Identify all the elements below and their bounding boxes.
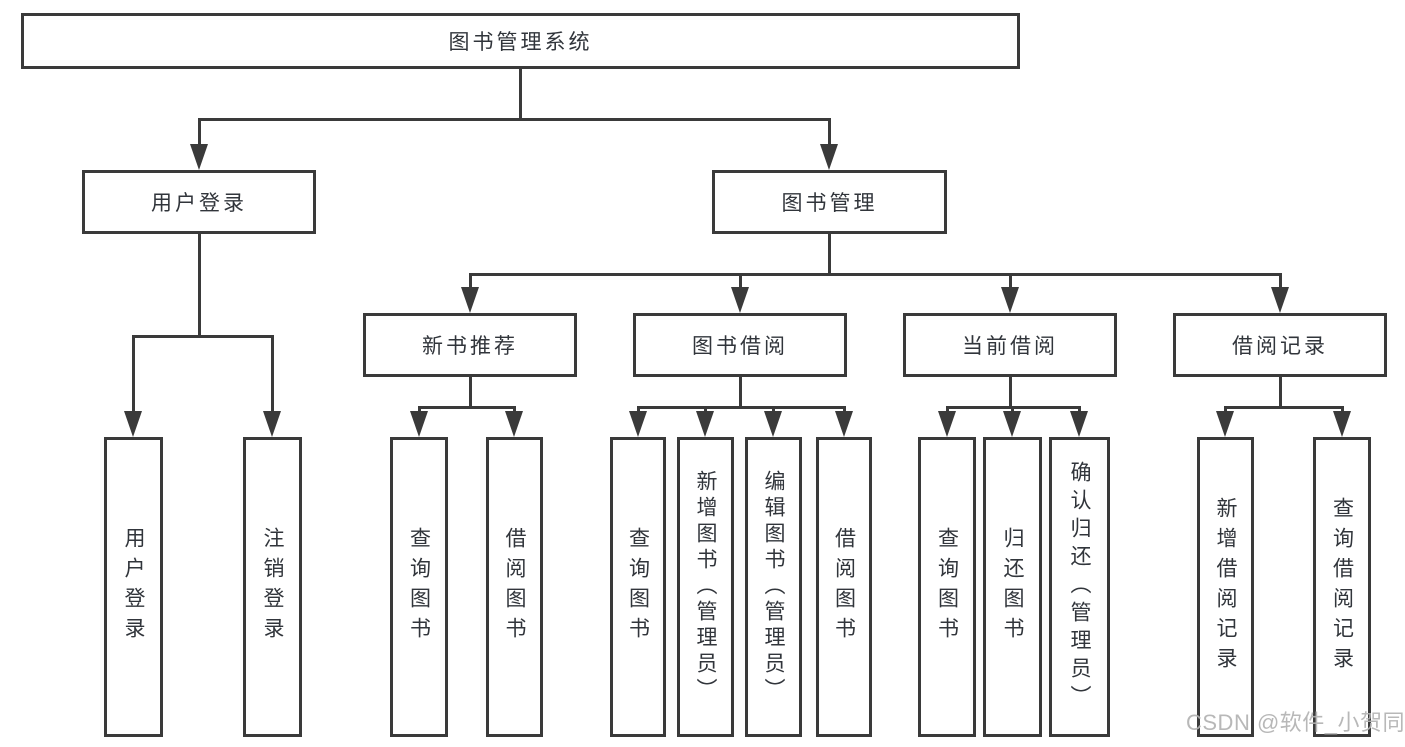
connector-vline bbox=[828, 121, 831, 147]
connector-arrow bbox=[820, 144, 838, 170]
node-current-borrow-label: 当前借阅 bbox=[962, 335, 1058, 358]
leaf-query-books: 查询图书 bbox=[918, 437, 976, 737]
connector-arrow bbox=[263, 411, 281, 437]
node-borrow-records-label: 借阅记录 bbox=[1232, 335, 1328, 358]
node-borrow-records: 借阅记录 bbox=[1173, 313, 1387, 377]
leaf-query-books-label: 查询图书 bbox=[626, 527, 650, 647]
watermark: CSDN @软件_小贺同学 bbox=[1186, 710, 1405, 735]
connector-vline bbox=[1009, 377, 1012, 408]
leaf-return-books: 归还图书 bbox=[983, 437, 1042, 737]
connector-hline bbox=[132, 335, 274, 338]
connector-vline bbox=[519, 68, 522, 118]
connector-vline bbox=[828, 234, 831, 276]
node-user-login: 用户登录 bbox=[82, 170, 316, 234]
connector-hline bbox=[198, 118, 831, 121]
connector-hline bbox=[1224, 406, 1344, 409]
connector-arrow bbox=[1070, 411, 1088, 437]
leaf-user-login: 用户登录 bbox=[104, 437, 163, 737]
connector-arrow bbox=[1001, 287, 1019, 313]
connector-hline bbox=[418, 406, 516, 409]
node-root-label: 图书管理系统 bbox=[448, 31, 593, 54]
connector-arrow bbox=[696, 411, 714, 437]
leaf-add-books-admin: 新增图书（管理员） bbox=[677, 437, 734, 737]
connector-arrow bbox=[764, 411, 782, 437]
connector-vline bbox=[1279, 276, 1282, 289]
node-new-book-recommend: 新书推荐 bbox=[363, 313, 577, 377]
leaf-borrow-books-label: 借阅图书 bbox=[832, 527, 856, 647]
leaf-add-borrow-record-label: 新增借阅记录 bbox=[1214, 497, 1237, 677]
leaf-query-books: 查询图书 bbox=[610, 437, 666, 737]
connector-hline bbox=[469, 273, 1282, 276]
leaf-query-books-label: 查询图书 bbox=[407, 527, 431, 647]
connector-vline bbox=[1279, 377, 1282, 408]
connector-vline bbox=[198, 234, 201, 338]
connector-arrow bbox=[1003, 411, 1021, 437]
connector-hline bbox=[946, 406, 1081, 409]
connector-arrow bbox=[124, 411, 142, 437]
leaf-borrow-books-label: 借阅图书 bbox=[503, 527, 526, 647]
leaf-borrow-books: 借阅图书 bbox=[816, 437, 872, 737]
connector-arrow bbox=[410, 411, 428, 437]
node-user-login-label: 用户登录 bbox=[151, 192, 247, 215]
leaf-logout-label: 注销登录 bbox=[261, 527, 284, 647]
connector-arrow bbox=[190, 144, 208, 170]
leaf-confirm-return-admin: 确认归还（管理员） bbox=[1049, 437, 1110, 737]
leaf-user-login-label: 用户登录 bbox=[122, 527, 145, 647]
node-new-book-recommend-label: 新书推荐 bbox=[422, 335, 518, 358]
connector-arrow bbox=[938, 411, 956, 437]
leaf-edit-books-admin: 编辑图书（管理员） bbox=[745, 437, 802, 737]
leaf-query-borrow-record: 查询借阅记录 bbox=[1313, 437, 1371, 737]
connector-arrow bbox=[731, 287, 749, 313]
node-root: 图书管理系统 bbox=[21, 13, 1020, 69]
connector-arrow bbox=[461, 287, 479, 313]
connector-vline bbox=[1009, 276, 1012, 289]
connector-vline bbox=[469, 377, 472, 408]
connector-vline bbox=[132, 338, 135, 413]
node-book-management: 图书管理 bbox=[712, 170, 947, 234]
connector-vline bbox=[271, 338, 274, 413]
leaf-logout: 注销登录 bbox=[243, 437, 302, 737]
connector-hline bbox=[637, 406, 846, 409]
connector-vline bbox=[198, 121, 201, 147]
node-book-borrow: 图书借阅 bbox=[633, 313, 847, 377]
leaf-borrow-books: 借阅图书 bbox=[486, 437, 543, 737]
connector-vline bbox=[739, 276, 742, 289]
connector-vline bbox=[739, 377, 742, 408]
connector-arrow bbox=[1333, 411, 1351, 437]
connector-vline bbox=[469, 276, 472, 289]
leaf-edit-books-admin-label: 编辑图书（管理员） bbox=[762, 470, 785, 704]
connector-arrow bbox=[505, 411, 523, 437]
leaf-query-books: 查询图书 bbox=[390, 437, 448, 737]
leaf-query-books-label: 查询图书 bbox=[935, 527, 959, 647]
node-current-borrow: 当前借阅 bbox=[903, 313, 1117, 377]
leaf-confirm-return-admin-label: 确认归还（管理员） bbox=[1068, 461, 1091, 713]
node-book-borrow-label: 图书借阅 bbox=[692, 335, 788, 358]
leaf-add-borrow-record: 新增借阅记录 bbox=[1197, 437, 1254, 737]
leaf-add-books-admin-label: 新增图书（管理员） bbox=[694, 470, 717, 704]
node-book-management-label: 图书管理 bbox=[781, 192, 878, 215]
leaf-query-borrow-record-label: 查询借阅记录 bbox=[1330, 497, 1354, 677]
connector-arrow bbox=[835, 411, 853, 437]
connector-arrow bbox=[1271, 287, 1289, 313]
connector-arrow bbox=[1216, 411, 1234, 437]
connector-arrow bbox=[629, 411, 647, 437]
leaf-return-books-label: 归还图书 bbox=[1001, 527, 1024, 647]
